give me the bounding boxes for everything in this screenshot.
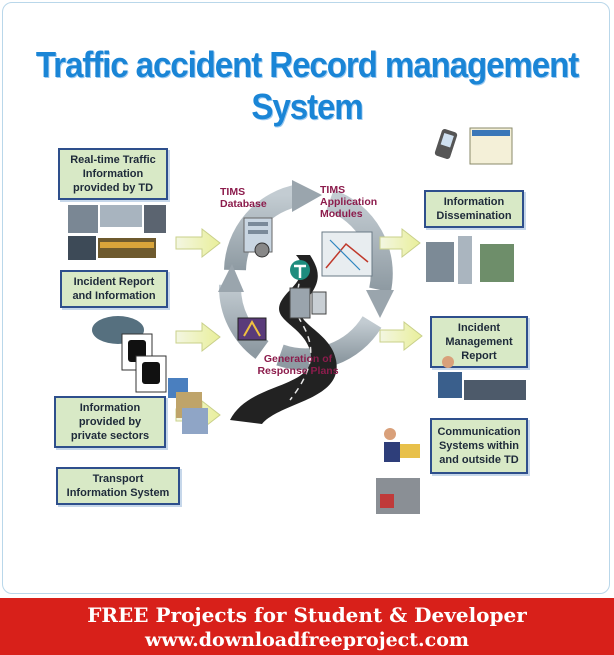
label-tims-modules: TIMS Application Modules	[320, 184, 378, 220]
box-private-sectors: Information provided by private sectors	[54, 396, 166, 448]
server-icon	[289, 287, 327, 319]
box-incident-report: Incident Report and Information	[60, 270, 168, 308]
box-incident-mgmt-report: Incident Management Report	[430, 316, 528, 368]
footer-banner	[0, 598, 614, 655]
footer-tagline: FREE Projects for Student & Developer	[87, 603, 527, 627]
vehicle-icons	[92, 316, 167, 393]
operator-photo	[438, 356, 526, 400]
traffic-camera-photos	[68, 205, 166, 260]
box-info-dissemination: Information Dissemination	[424, 190, 524, 228]
map-module-icon	[321, 231, 373, 277]
footer-url-link[interactable]: www.downloadfreeproject.com	[145, 629, 469, 651]
label-tims-database: TIMS Database	[220, 186, 267, 210]
web-screenshot-icon	[469, 127, 513, 165]
box-transport-info: Transport Information System	[56, 467, 180, 505]
box-communication-systems: Communication Systems within and outside…	[430, 418, 528, 474]
desk-worker-photo	[384, 428, 420, 462]
right-arrows	[379, 227, 423, 352]
response-plan-icon	[237, 317, 267, 341]
flow-diagram-art	[68, 127, 526, 514]
private-sector-graphics	[168, 378, 208, 434]
td-logo-icon	[290, 260, 310, 280]
dissemination-photos	[426, 236, 514, 284]
box-realtime-traffic: Real-time Traffic Information provided b…	[58, 148, 168, 200]
page-title: Traffic accident Record management Syste…	[35, 44, 579, 127]
pda-icon	[434, 128, 458, 160]
label-response-plans: Generation of Response Plans	[257, 353, 339, 377]
street-photo	[376, 478, 420, 514]
database-icon	[243, 217, 273, 258]
road-graphic	[230, 255, 337, 424]
